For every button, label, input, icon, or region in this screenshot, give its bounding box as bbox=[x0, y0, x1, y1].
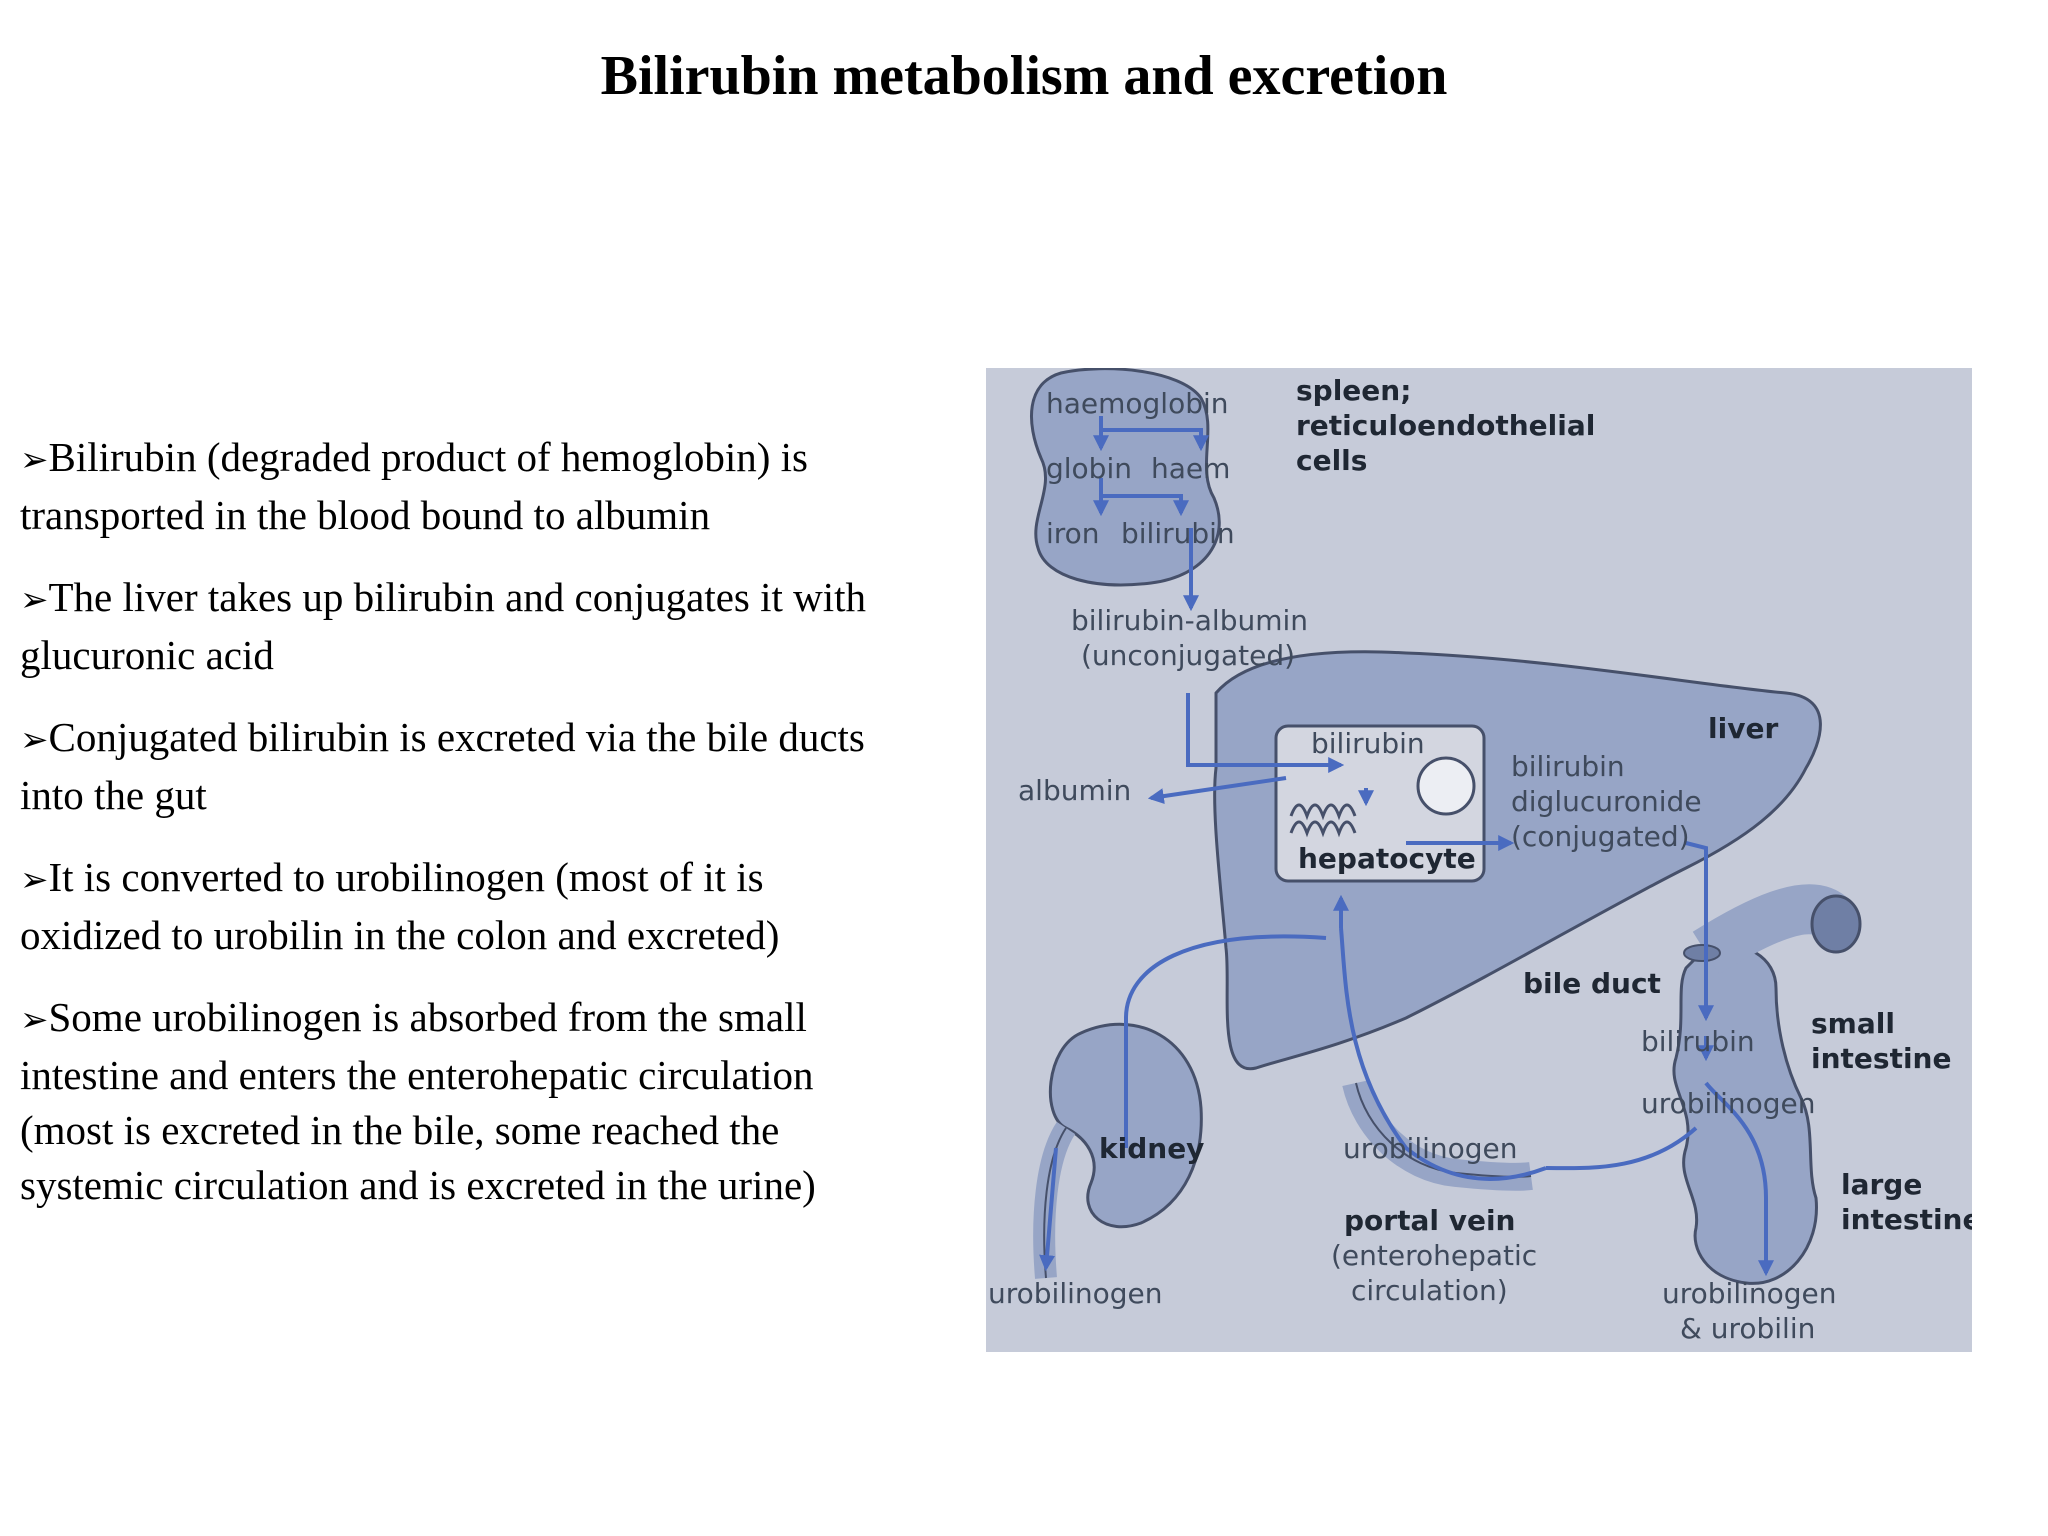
golgi-shape bbox=[1289, 820, 1357, 838]
intestine-shape bbox=[1672, 943, 1818, 1285]
bilirubin-diagram: haemoglobin globin haem iron bilirubin s… bbox=[986, 368, 1972, 1352]
small-intestine-label-2: intestine bbox=[1811, 1042, 1951, 1075]
bullet-item: ➢Conjugated bilirubin is excreted via th… bbox=[20, 710, 870, 823]
bullet-list: ➢Bilirubin (degraded product of hemoglob… bbox=[20, 430, 870, 1240]
spleen-label: spleen; bbox=[1296, 374, 1411, 407]
gut-bilirubin-label: bilirubin bbox=[1641, 1025, 1755, 1058]
bullet-item: ➢Some urobilinogen is absorbed from the … bbox=[20, 990, 870, 1213]
circulation-label: circulation) bbox=[1351, 1274, 1508, 1307]
large-intestine-label: large bbox=[1841, 1168, 1922, 1201]
nucleus-shape bbox=[1416, 756, 1476, 816]
arrow-bullet-icon: ➢ bbox=[20, 440, 49, 480]
bullet-text: Conjugated bilirubin is excreted via the… bbox=[20, 714, 865, 818]
arrow-bullet-icon: ➢ bbox=[20, 720, 49, 760]
bile-duct-label: bile duct bbox=[1523, 967, 1661, 1000]
arrow-bullet-icon: ➢ bbox=[20, 1000, 49, 1040]
arrow-bullet-icon: ➢ bbox=[20, 860, 49, 900]
kidney-label: kidney bbox=[1099, 1132, 1204, 1165]
portal-urobilinogen-label: urobilinogen bbox=[1343, 1132, 1518, 1165]
bullet-item: ➢It is converted to urobilinogen (most o… bbox=[20, 850, 870, 963]
portal-vein-label: portal vein bbox=[1344, 1204, 1516, 1237]
slide-title: Bilirubin metabolism and excretion bbox=[600, 45, 1448, 107]
conjugated-label: (conjugated) bbox=[1511, 820, 1690, 853]
iron-label: iron bbox=[1046, 517, 1100, 550]
haemoglobin-label: haemoglobin bbox=[1046, 387, 1229, 420]
bullet-text: Bilirubin (degraded product of hemoglobi… bbox=[20, 434, 808, 538]
urine-urobilinogen-label: urobilinogen bbox=[988, 1277, 1163, 1310]
stool-urobilin-label: & urobilin bbox=[1680, 1312, 1815, 1345]
haem-label: haem bbox=[1151, 452, 1230, 485]
bullet-text: Some urobilinogen is absorbed from the s… bbox=[20, 994, 816, 1208]
spleen-label-3: cells bbox=[1296, 444, 1367, 477]
bullet-text: The liver takes up bilirubin and conjuga… bbox=[20, 574, 867, 678]
hepatocyte-label: hepatocyte bbox=[1298, 842, 1476, 875]
bilirubin-albumin-label: bilirubin-albumin bbox=[1071, 604, 1308, 637]
small-intestine-end bbox=[1810, 894, 1862, 954]
small-intestine-label: small bbox=[1811, 1007, 1895, 1040]
bullet-item: ➢Bilirubin (degraded product of hemoglob… bbox=[20, 430, 870, 543]
enterohepatic-label: (enterohepatic bbox=[1331, 1239, 1537, 1272]
unconjugated-label: (unconjugated) bbox=[1081, 639, 1295, 672]
arrow-bullet-icon: ➢ bbox=[20, 580, 49, 620]
hepatocyte-bilirubin-label: bilirubin bbox=[1311, 727, 1425, 760]
spleen-shape bbox=[1030, 368, 1221, 587]
flow-arrows bbox=[1039, 416, 1774, 1277]
bullet-text: It is converted to urobilinogen (most of… bbox=[20, 854, 780, 958]
globin-label: globin bbox=[1046, 452, 1132, 485]
liver-label: liver bbox=[1708, 712, 1778, 745]
diglucuronide-label-2: diglucuronide bbox=[1511, 785, 1702, 818]
stool-urobilinogen-label: urobilinogen bbox=[1662, 1277, 1837, 1310]
bullet-item: ➢The liver takes up bilirubin and conjug… bbox=[20, 570, 870, 683]
spleen-label-2: reticuloendothelial bbox=[1296, 409, 1595, 442]
diglucuronide-label-1: bilirubin bbox=[1511, 750, 1625, 783]
spleen-bilirubin-label: bilirubin bbox=[1121, 517, 1235, 550]
albumin-label: albumin bbox=[1018, 774, 1131, 807]
large-intestine-label-2: intestine bbox=[1841, 1203, 1972, 1236]
gut-urobilinogen-label: urobilinogen bbox=[1641, 1087, 1816, 1120]
